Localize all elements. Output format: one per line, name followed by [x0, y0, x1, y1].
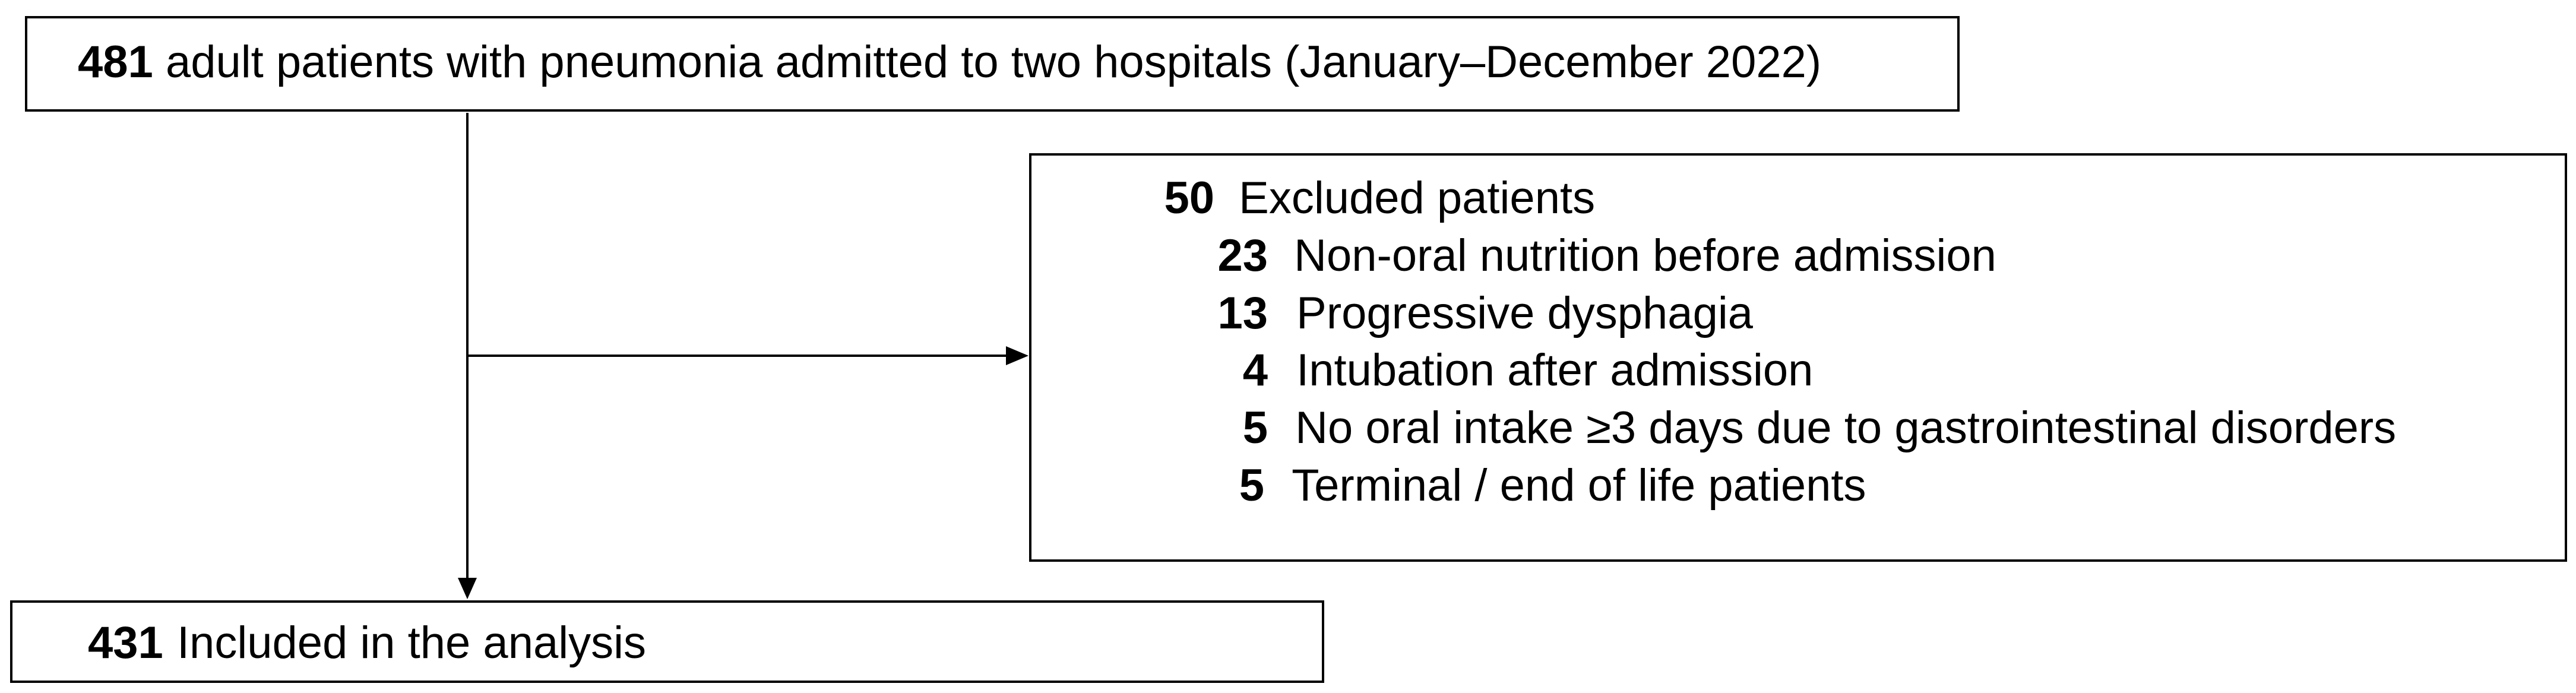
included-label: Included in the analysis — [176, 618, 646, 668]
exclusion-reason-label: Intubation after admission — [1296, 345, 1814, 395]
included-count: 431 — [88, 618, 163, 668]
source-population-box: 481 adult patients with pneumonia admitt… — [25, 16, 1960, 112]
exclusion-reason-label: No oral intake ≥3 days due to gastrointe… — [1295, 403, 2397, 453]
excluded-patients-box: 50 Excluded patients 23 Non-oral nutriti… — [1029, 153, 2567, 562]
excluded-total-line: 50 Excluded patients — [1161, 176, 1595, 221]
exclusion-reason-label: Terminal / end of life patients — [1292, 460, 1866, 511]
exclusion-branch-arrowhead — [1006, 346, 1028, 365]
source-label: adult patients with pneumonia admitted t… — [165, 37, 1822, 87]
source-population-line: 481 adult patients with pneumonia admitt… — [78, 40, 1821, 85]
exclusion-reason-label: Non-oral nutrition before admission — [1294, 230, 1996, 281]
source-count: 481 — [78, 37, 153, 87]
included-patients-box: 431 Included in the analysis — [10, 600, 1324, 683]
exclusion-reason-count: 23 — [1217, 230, 1268, 281]
excluded-count: 50 — [1164, 173, 1214, 223]
exclusion-reason-count: 5 — [1242, 403, 1268, 453]
main-flow-arrowhead — [458, 578, 477, 599]
exclusion-reason-count: 5 — [1239, 460, 1264, 511]
included-line: 431 Included in the analysis — [88, 621, 646, 666]
exclusion-reason: 23 Non-oral nutrition before admission — [1162, 233, 1996, 279]
exclusion-reason: 13 Progressive dysphagia — [1162, 291, 1753, 336]
exclusion-reason-label: Progressive dysphagia — [1296, 288, 1753, 338]
exclusion-reason: 5 No oral intake ≥3 days due to gastroin… — [1162, 406, 2396, 451]
excluded-label: Excluded patients — [1239, 173, 1596, 223]
exclusion-reason: 5 Terminal / end of life patients — [1162, 463, 1866, 508]
exclusion-reason: 4 Intubation after admission — [1162, 345, 1814, 395]
exclusion-reason-count: 13 — [1217, 288, 1268, 338]
exclusion-reason-count: 4 — [1242, 345, 1268, 395]
